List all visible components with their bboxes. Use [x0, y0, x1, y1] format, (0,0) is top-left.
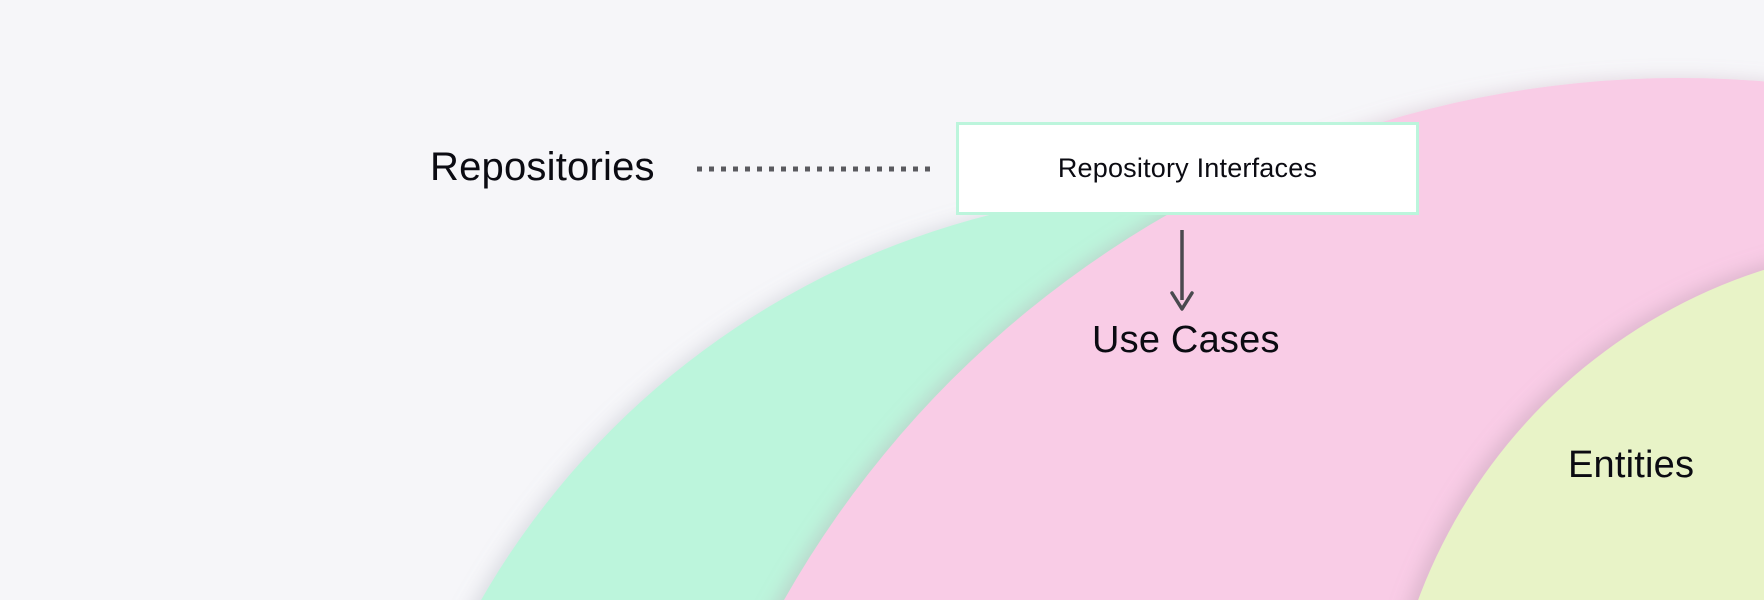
entities-circle — [1418, 269, 1764, 600]
layer-label-repositories: Repositories — [430, 145, 655, 189]
arrow-head-icon — [1170, 291, 1194, 311]
layer-label-use-cases: Use Cases — [1092, 319, 1280, 361]
repository-interfaces-node[interactable]: Repository Interfaces — [956, 122, 1419, 215]
layer-label-entities: Entities — [1568, 444, 1695, 486]
repository-interfaces-label: Repository Interfaces — [1057, 153, 1318, 183]
